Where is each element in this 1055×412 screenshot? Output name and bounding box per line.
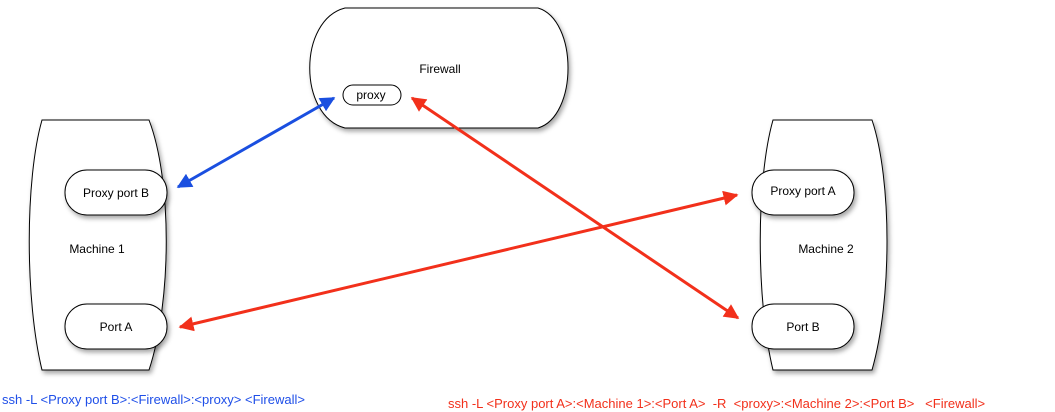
- red-tunnel-arrow-proxy-to-port-b: [410, 96, 740, 320]
- proxy-port-a-label: Proxy port A: [770, 184, 835, 198]
- machine2-proxy-port-a: Proxy port A: [751, 169, 855, 216]
- machine1-proxy-port-b: Proxy port B: [64, 169, 168, 216]
- proxy-port-b-label: Proxy port B: [83, 186, 149, 200]
- machine2-label: Machine 2: [798, 242, 854, 256]
- port-b-label: Port B: [786, 320, 819, 334]
- local-forward-command: ssh -L <Proxy port B>:<Firewall>:<proxy>…: [2, 392, 305, 407]
- blue-tunnel-arrow: [176, 96, 336, 189]
- machine1-label: Machine 1: [69, 242, 125, 256]
- proxy-node: proxy: [342, 84, 402, 106]
- proxy-label: proxy: [356, 88, 385, 102]
- firewall-node: Firewall proxy: [309, 7, 569, 129]
- remote-forward-command: ssh -L <Proxy port A>:<Machine 1>:<Port …: [448, 396, 986, 411]
- port-a-label: Port A: [100, 320, 133, 334]
- red-tunnel-arrow-port-a-to-proxy-port-a: [178, 190, 739, 332]
- machine2-node: Machine 2 Proxy port A Port B: [751, 119, 888, 371]
- machine2-port-b: Port B: [751, 303, 855, 350]
- machine1-port-a: Port A: [64, 303, 168, 350]
- machine1-node: Machine 1 Proxy port B Port A: [28, 119, 168, 371]
- firewall-label: Firewall: [419, 62, 460, 76]
